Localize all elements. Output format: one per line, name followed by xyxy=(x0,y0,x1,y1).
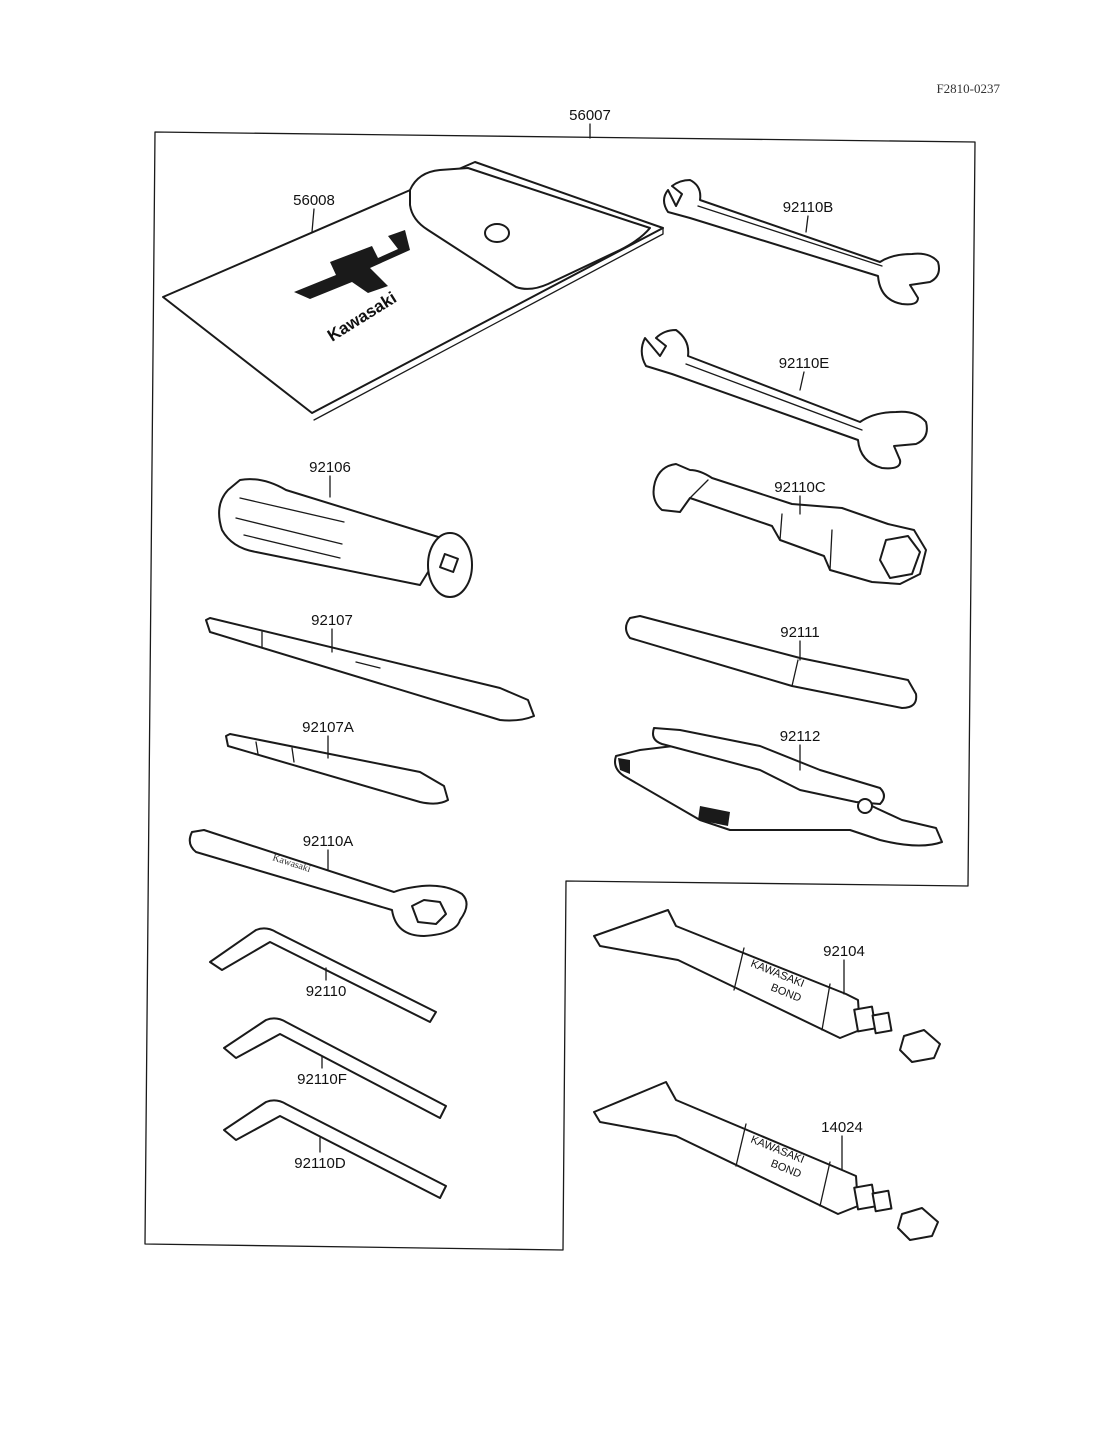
screwdriver-handle-92106 xyxy=(218,478,473,598)
label-14024: 14024 xyxy=(821,1119,863,1136)
hex-key-92110D xyxy=(223,1099,447,1199)
label-92110F: 92110F xyxy=(297,1071,347,1088)
label-92107: 92107 xyxy=(311,612,353,629)
label-92104: 92104 xyxy=(823,943,865,960)
leader-92110B xyxy=(805,215,809,233)
label-56008: 56008 xyxy=(293,192,335,209)
box-wrench-92110A: Kawasaki xyxy=(188,829,468,937)
bond-tube-14024: KAWASAKI BOND xyxy=(593,1081,939,1241)
label-92106: 92106 xyxy=(309,459,351,476)
screwdriver-shaft-92107 xyxy=(205,617,535,722)
label-92110E: 92110E xyxy=(779,355,830,372)
label-92110D: 92110D xyxy=(294,1155,346,1172)
pliers-92112 xyxy=(614,727,943,847)
leader-92110E xyxy=(799,371,805,391)
screwdriver-92107A xyxy=(225,733,449,805)
document-code: F2810-0237 xyxy=(936,81,1000,96)
label-92112: 92112 xyxy=(780,728,821,745)
label-92110: 92110 xyxy=(306,983,347,1000)
hex-key-92110F xyxy=(223,1017,447,1119)
label-92110C: 92110C xyxy=(774,479,826,496)
label-92111: 92111 xyxy=(780,624,820,641)
open-wrench-92110B xyxy=(663,179,940,306)
leader-56008 xyxy=(311,208,315,233)
spark-plug-wrench-92110C xyxy=(652,463,927,585)
kit-label: 56007 xyxy=(569,107,611,124)
bond-tube-92104: KAWASAKI BOND xyxy=(593,909,941,1063)
kit-frame xyxy=(144,131,976,1251)
open-wrench-92110E xyxy=(640,329,928,470)
kawasaki-k-logo xyxy=(294,230,410,299)
label-92110B: 92110B xyxy=(783,199,834,216)
tool-pouch: Kawasaki xyxy=(162,161,664,421)
label-92107A: 92107A xyxy=(302,719,354,736)
handle-bar-92111 xyxy=(625,615,918,709)
label-92110A: 92110A xyxy=(303,833,354,850)
hex-key-92110 xyxy=(209,927,437,1023)
